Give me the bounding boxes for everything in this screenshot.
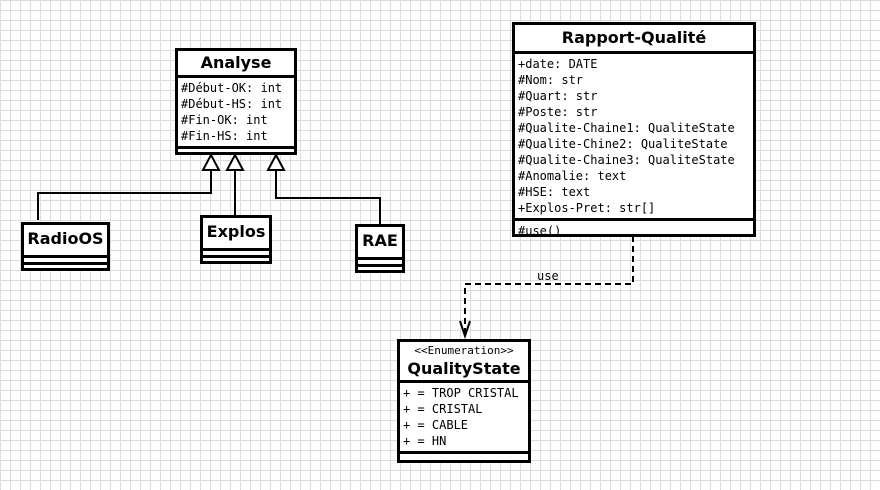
attribute: #Fin-HS: int <box>181 129 268 143</box>
attribute: #Début-OK: int <box>181 81 283 95</box>
attribute: #Qualite-Chaine1: QualiteState <box>518 121 735 135</box>
separator <box>203 255 269 258</box>
separator <box>515 51 753 54</box>
separator <box>178 75 294 78</box>
dependency-arrowhead <box>459 320 471 340</box>
attribute: #Qualite-Chine2: QualiteState <box>518 137 728 151</box>
attribute: #Début-HS: int <box>181 97 283 111</box>
class-rae[interactable]: RAE <box>355 224 405 273</box>
class-name: Analyse <box>200 53 272 72</box>
separator <box>358 264 402 267</box>
attribute-list: +date: DATE #Nom: str #Quart: str #Poste… <box>515 54 753 218</box>
class-name: Explos <box>206 222 266 241</box>
dependency-label: use <box>537 269 559 283</box>
separator <box>515 218 753 221</box>
method: #use() <box>518 224 562 238</box>
enum-quality-state[interactable]: <<Enumeration>> QualityState + = TROP CR… <box>397 339 531 463</box>
attribute: #Quart: str <box>518 89 598 103</box>
inheritance-arrowhead-rae <box>266 152 286 171</box>
separator <box>24 262 107 265</box>
separator <box>400 451 528 454</box>
inheritance-arrowhead-radioos <box>201 152 221 171</box>
attribute: #Qualite-Chaine3: QualiteState <box>518 153 735 167</box>
separator <box>400 380 528 383</box>
enum-literal: + = CABLE <box>403 418 469 432</box>
attribute-list: #Début-OK: int #Début-HS: int #Fin-OK: i… <box>178 78 294 146</box>
enum-literal: + = HN <box>403 434 447 448</box>
class-rapport-qualite[interactable]: Rapport-Qualité +date: DATE #Nom: str #Q… <box>512 22 756 238</box>
enum-literal: + = TROP CRISTAL <box>403 386 519 400</box>
separator <box>24 255 107 258</box>
class-name: QualityState <box>407 359 521 378</box>
attribute: +date: DATE <box>518 57 598 71</box>
separator <box>203 248 269 251</box>
attribute: +Explos-Pret: str[] <box>518 201 656 215</box>
inheritance-line-rae <box>275 170 381 224</box>
inheritance-arrowhead-explos <box>225 152 245 171</box>
inheritance-line-radioos <box>37 170 212 220</box>
separator <box>358 257 402 260</box>
attribute: #Fin-OK: int <box>181 113 268 127</box>
attribute: #Poste: str <box>518 105 598 119</box>
method-list: #use() <box>515 221 753 241</box>
class-name: RadioOS <box>27 229 104 248</box>
literal-list: + = TROP CRISTAL + = CRISTAL + = CABLE +… <box>400 383 528 451</box>
attribute: #HSE: text <box>518 185 591 199</box>
stereotype-label: <<Enumeration>> <box>414 344 514 357</box>
enum-literal: + = CRISTAL <box>403 402 483 416</box>
class-name: RAE <box>362 231 398 250</box>
class-radioos[interactable]: RadioOS <box>21 222 110 271</box>
separator <box>178 146 294 149</box>
class-name: Rapport-Qualité <box>561 28 707 47</box>
dependency-line-use <box>464 236 634 336</box>
class-explos[interactable]: Explos <box>200 215 272 264</box>
class-analyse[interactable]: Analyse #Début-OK: int #Début-HS: int #F… <box>175 48 297 155</box>
attribute: #Anomalie: text <box>518 169 627 183</box>
attribute: #Nom: str <box>518 73 584 87</box>
